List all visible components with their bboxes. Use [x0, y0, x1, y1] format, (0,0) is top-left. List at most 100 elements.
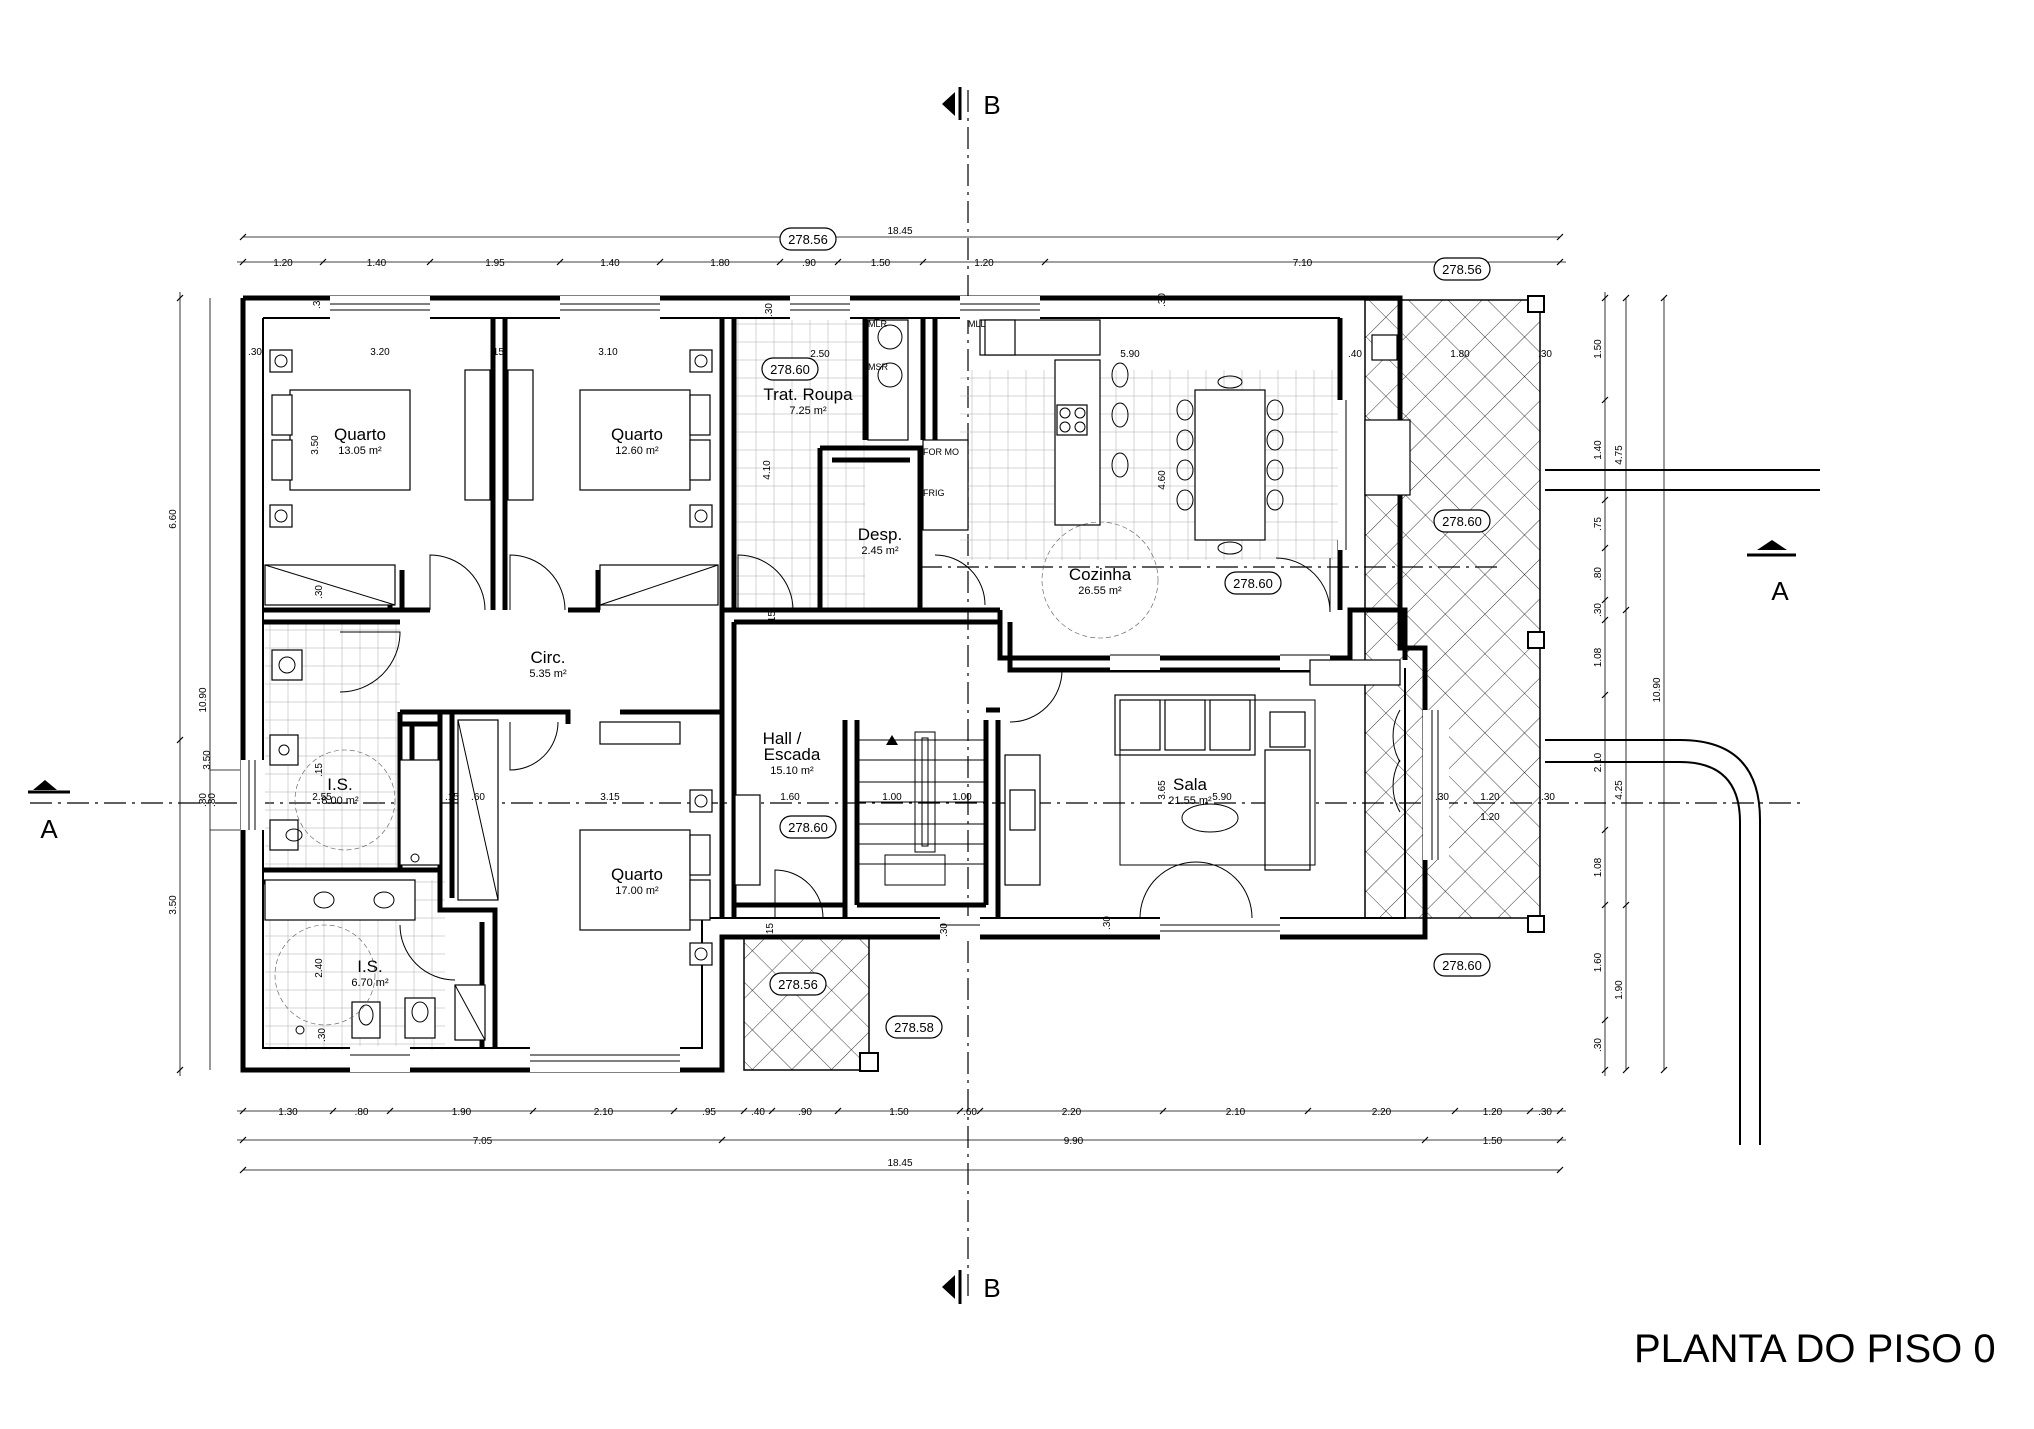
dim-label: 3.50	[202, 750, 213, 770]
dim-label: .40	[751, 1107, 765, 1118]
dim-label: 1.00	[952, 792, 972, 803]
dim-label: .30	[1538, 1107, 1552, 1118]
level-value: 278.56	[1442, 262, 1482, 277]
drawing-title: PLANTA DO PISO 0	[1634, 1327, 1996, 1371]
equipment-labels: MLR MSR FOR MO FRIG MLL	[868, 319, 986, 498]
dim-label: 1.00	[882, 792, 902, 803]
dim-label: 2.10	[1593, 752, 1604, 772]
dim-label: 1.50	[871, 258, 891, 269]
dim-top-total: 18.45	[887, 226, 912, 237]
room-area: 21.55 m²	[1168, 795, 1212, 807]
section-marker-b-top: B	[942, 87, 1001, 120]
level-tag	[779, 815, 837, 839]
dim-label: 3.50	[168, 895, 179, 915]
dim-label: .90	[798, 1107, 812, 1118]
dim-label: 3.65	[1157, 780, 1168, 800]
level-value: 278.58	[894, 1020, 934, 1035]
dim-label: .30	[248, 347, 262, 358]
room-name: I.S.	[357, 957, 383, 976]
dim-bottom-total: 18.45	[887, 1158, 912, 1169]
dim-label: 1.40	[600, 258, 620, 269]
dim-label: 1.50	[1593, 339, 1604, 359]
dim-label: .30	[317, 1028, 328, 1042]
dim-label: 6.60	[168, 509, 179, 529]
dim-label: .80	[1593, 567, 1604, 581]
dim-label: 4.75	[1614, 445, 1625, 465]
dim-label: .95	[702, 1107, 716, 1118]
dim-label: 7.10	[1293, 258, 1313, 269]
dim-label: 3.15	[600, 792, 620, 803]
section-marker-b-bottom: B	[942, 1270, 1001, 1304]
section-marker-a-right: A	[1747, 540, 1796, 606]
dim-label: .15	[445, 792, 459, 803]
dim-label: .30	[1593, 603, 1604, 617]
dim-label: 1.08	[1593, 647, 1604, 667]
dim-label: .30	[1538, 349, 1552, 360]
dimension-bottom-total: 18.45	[239, 1158, 1564, 1174]
level-tag	[761, 357, 819, 381]
dim-label: .60	[471, 792, 485, 803]
dim-label: .15	[767, 611, 778, 625]
dim-label: .30	[764, 303, 775, 317]
equipment-label: MLR	[868, 319, 888, 329]
room-area: 8.00 m²	[321, 795, 359, 807]
dim-label: .40	[1348, 349, 1362, 360]
dim-label: 1.90	[1614, 980, 1625, 1000]
room-area: 7.25 m²	[789, 405, 827, 417]
room-name: Desp.	[858, 525, 902, 544]
level-tag	[779, 227, 837, 251]
dim-label: .30	[1593, 1038, 1604, 1052]
section-a-label-right: A	[1771, 576, 1789, 606]
level-value: 278.60	[770, 362, 810, 377]
equipment-label: FOR MO	[923, 447, 959, 457]
level-value: 278.60	[788, 820, 828, 835]
equipment-label: MLL	[968, 319, 986, 329]
doors	[339, 554, 1401, 981]
dim-label: 5.90	[1212, 792, 1232, 803]
dim-label: .30	[1157, 293, 1168, 307]
dim-label: 1.20	[1483, 1107, 1503, 1118]
room-area: 2.45 m²	[861, 545, 899, 557]
dimension-right-chain: 1.501.40.75.80.301.082.101.081.60.30	[1593, 292, 1609, 1076]
room-name: Circ.	[531, 648, 566, 667]
dim-label: .30	[1435, 792, 1449, 803]
level-tag	[769, 972, 827, 996]
dim-label: .15	[314, 763, 325, 777]
room-area: 17.00 m²	[615, 885, 659, 897]
level-value: 278.56	[788, 232, 828, 247]
dim-label: 1.20	[1480, 812, 1500, 823]
dim-label: 4.25	[1614, 780, 1625, 800]
dim-label: 1.80	[1450, 349, 1470, 360]
staircase	[857, 731, 986, 886]
dim-label: .60	[963, 1107, 977, 1118]
dim-label: 1.20	[1480, 792, 1500, 803]
room-name: Sala	[1173, 775, 1208, 794]
equipment-label: FRIG	[923, 488, 945, 498]
furniture	[264, 319, 1411, 1041]
dim-label: .80	[355, 1107, 369, 1118]
room-area: 5.35 m²	[529, 668, 567, 680]
dim-label: .30	[939, 923, 950, 937]
room-area: 13.05 m²	[338, 445, 382, 457]
dim-label: 1.40	[367, 258, 387, 269]
dim-label: 2.50	[810, 349, 830, 360]
dim-label: .30	[1102, 916, 1113, 930]
level-value: 278.60	[1442, 514, 1482, 529]
room-name: Quarto	[611, 425, 663, 444]
dim-label: 10.90	[1652, 677, 1663, 702]
section-a-label-left: A	[40, 814, 58, 844]
terrace-entry	[743, 936, 879, 1072]
dim-label: 2.20	[1372, 1107, 1392, 1118]
dim-label: 1.40	[1593, 440, 1604, 460]
equipment-label: MSR	[868, 362, 889, 372]
room-name: I.S.	[327, 775, 353, 794]
room-name: Quarto	[611, 865, 663, 884]
dim-label: .30	[312, 295, 323, 309]
room-name: Trat. Roupa	[763, 385, 853, 404]
dim-label: .15	[490, 347, 504, 358]
room-name: Escada	[764, 745, 821, 764]
dim-label: 10.90	[198, 687, 209, 712]
dimension-top-total: 18.45	[239, 226, 1564, 241]
